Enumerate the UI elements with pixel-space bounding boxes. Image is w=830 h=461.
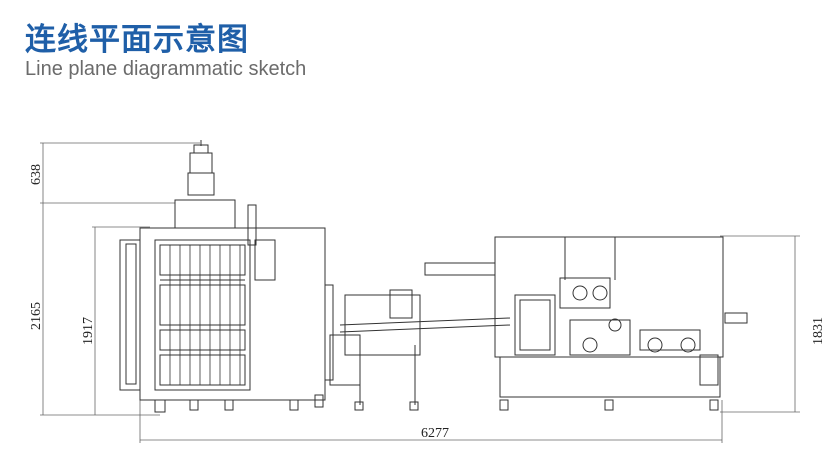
page-title: 连线平面示意图 xyxy=(25,22,249,58)
dim-right-height: 1831 xyxy=(811,317,826,345)
cartoning-machine xyxy=(424,236,748,411)
dim-overall-height: 2165 xyxy=(29,302,44,330)
packing-machine xyxy=(119,140,334,413)
conveyor xyxy=(329,289,511,411)
dim-total-length: 6277 xyxy=(421,426,449,441)
forming-tubes xyxy=(169,245,241,385)
dim-machine-height: 1917 xyxy=(81,317,96,345)
dimension-lines xyxy=(40,142,800,443)
dim-top-extension: 638 xyxy=(29,164,44,185)
page-subtitle: Line plane diagrammatic sketch xyxy=(25,58,307,80)
